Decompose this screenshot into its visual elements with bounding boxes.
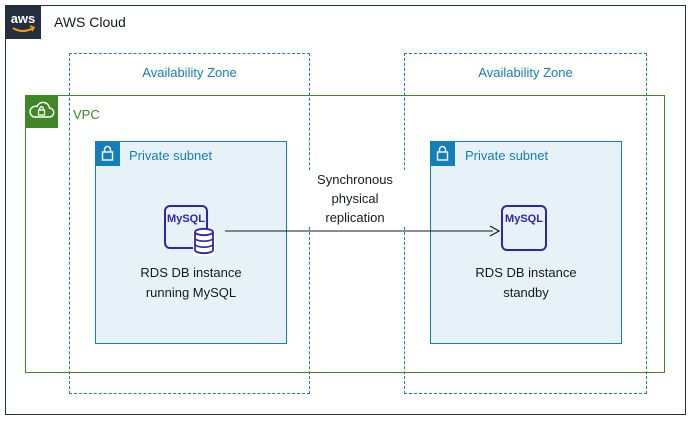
- aws-cloud-group: [5, 5, 686, 415]
- aws-logo-icon: aws: [5, 5, 41, 39]
- subnet-1-lock-icon: [95, 141, 120, 166]
- rds-standby-label: RDS DB instance standby: [430, 263, 622, 303]
- rds-primary-label: RDS DB instance running MySQL: [95, 263, 287, 303]
- replication-label-line3: replication: [325, 210, 385, 225]
- replication-label-line1: Synchronous: [317, 172, 393, 187]
- private-subnet-2: [430, 141, 622, 344]
- private-subnet-1: [95, 141, 287, 344]
- rds-mysql-icon-text: MySQL: [167, 213, 205, 225]
- vpc-cloud-lock-icon: [25, 95, 58, 128]
- rds-primary-label-line1: RDS DB instance: [140, 265, 242, 280]
- replication-label: Synchronous physical replication: [290, 170, 420, 227]
- arrow-head-icon: [489, 225, 501, 237]
- rds-standby-label-line1: RDS DB instance: [475, 265, 577, 280]
- replication-label-line2: physical: [331, 191, 379, 206]
- rds-mysql-icon: MySQL: [164, 205, 216, 257]
- aws-cloud-title: AWS Cloud: [54, 14, 126, 30]
- vpc-group: [25, 95, 665, 373]
- subnet-2-lock-icon: [430, 141, 455, 166]
- rds-mysql-standby-icon: MySQL: [501, 205, 547, 251]
- subnet-1-title: Private subnet: [129, 148, 213, 163]
- vpc-title: VPC: [73, 107, 100, 122]
- rds-primary-label-line2: running MySQL: [145, 285, 237, 300]
- availability-zone-1-title: Availability Zone: [142, 65, 237, 80]
- rds-standby-icon-text: MySQL: [505, 213, 543, 225]
- availability-zone-2-title: Availability Zone: [478, 65, 573, 80]
- rds-standby-label-line2: standby: [503, 285, 549, 300]
- aws-logo-text: aws: [11, 11, 36, 26]
- subnet-2-title: Private subnet: [465, 148, 549, 163]
